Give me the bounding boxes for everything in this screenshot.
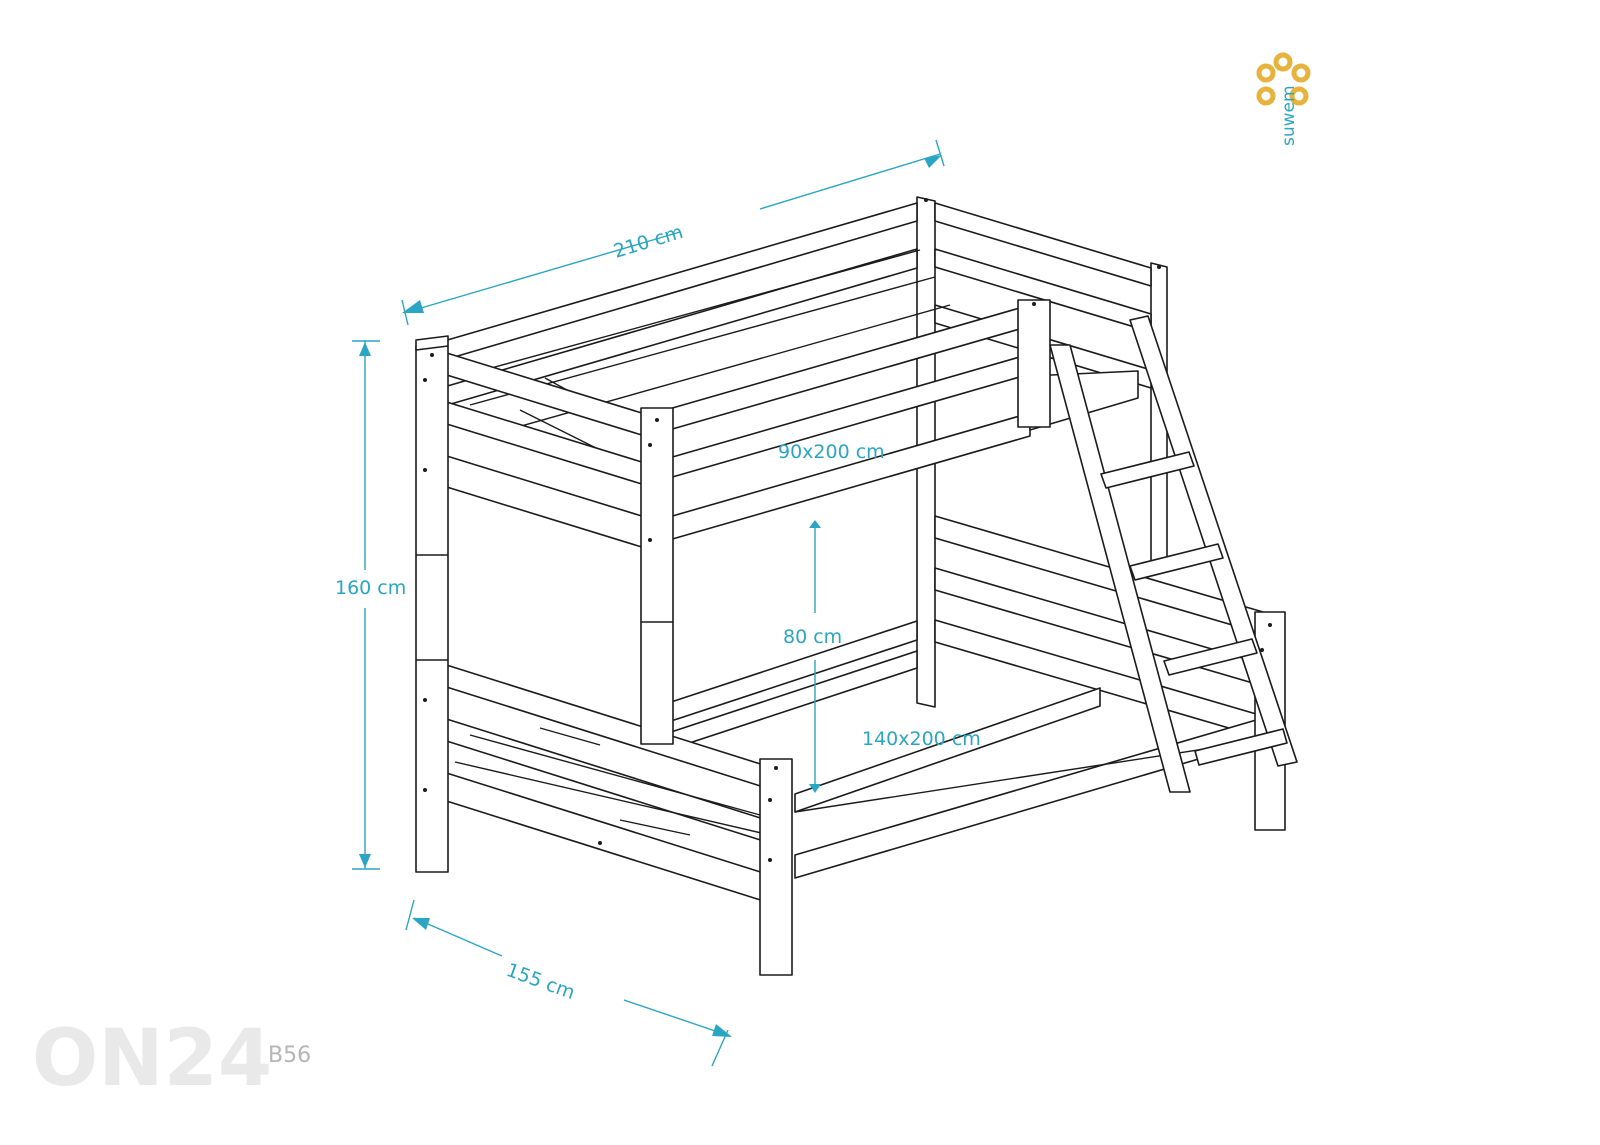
watermark: ON24 bbox=[32, 1014, 272, 1104]
length-label: 210 cm bbox=[611, 221, 686, 263]
brand-name: suwem bbox=[1279, 85, 1299, 146]
dimension-width: 155 cm bbox=[405, 899, 732, 1067]
dimension-height: 160 cm bbox=[335, 340, 406, 870]
bottom-mattress-label: 140x200 cm bbox=[862, 728, 981, 750]
clearance-label: 80 cm bbox=[783, 626, 842, 648]
height-label: 160 cm bbox=[335, 577, 406, 599]
dimension-clearance: 80 cm bbox=[783, 520, 842, 793]
model-code: B56 bbox=[268, 1043, 311, 1068]
top-mattress-label: 90x200 cm bbox=[778, 441, 885, 463]
width-label: 155 cm bbox=[503, 959, 577, 1004]
bed-drawing bbox=[415, 196, 1298, 976]
flower-logo-icon bbox=[1256, 52, 1311, 106]
